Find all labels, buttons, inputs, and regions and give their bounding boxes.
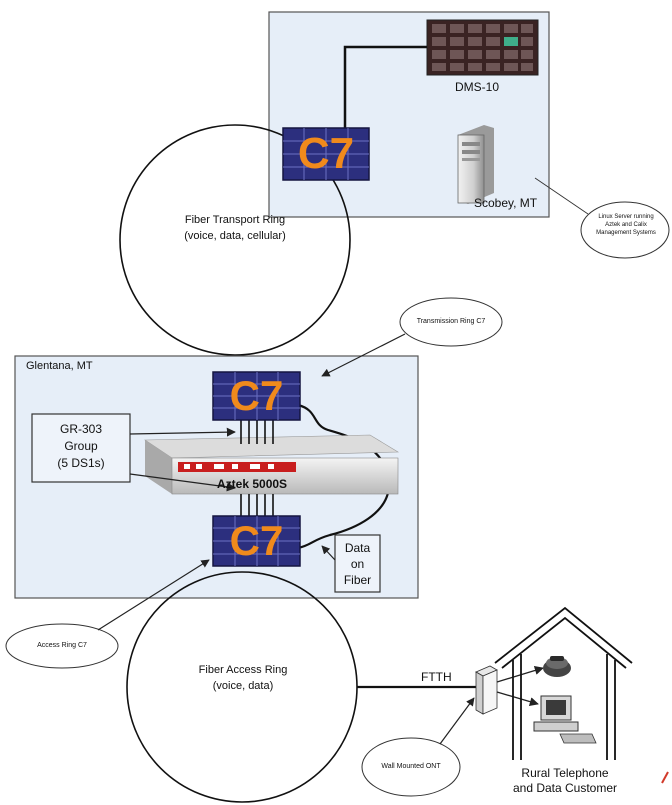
glentana-location-label: Glentana, MT bbox=[26, 360, 93, 372]
ds1-leads-top bbox=[240, 420, 274, 444]
dms10-switch-icon bbox=[426, 19, 539, 76]
gr303-arrow-top bbox=[129, 427, 236, 437]
access-ring-label: Fiber Access Ring (voice, data) bbox=[198, 664, 288, 692]
data-on-fiber-box bbox=[334, 534, 381, 593]
transmission-callout-text: Transmission Ring C7 bbox=[416, 318, 486, 325]
ds1-leads-bottom bbox=[240, 494, 274, 516]
dms-to-c7-link bbox=[343, 45, 427, 128]
transmission-callout-bubble bbox=[399, 297, 503, 347]
c7-scobey-icon bbox=[282, 127, 370, 181]
data-on-fiber-label: Data on Fiber bbox=[343, 541, 372, 587]
server-callout-text: Linux Server running Aztek and Calix Man… bbox=[596, 214, 656, 236]
computer-icon bbox=[533, 695, 597, 744]
gr303-arrow-bottom bbox=[129, 473, 236, 492]
ftth-label: FTTH bbox=[421, 670, 452, 684]
server-callout-leader bbox=[534, 177, 589, 215]
edge-mark-icon bbox=[661, 771, 669, 784]
dms10-label: DMS-10 bbox=[455, 80, 500, 94]
c7-scobey-logo: C7 bbox=[297, 129, 355, 178]
customer-label: Rural Telephone and Data Customer bbox=[512, 766, 618, 795]
c7-access-icon bbox=[212, 515, 301, 567]
ont-computer-link bbox=[496, 691, 539, 707]
aztek-5000s-switch-icon bbox=[144, 434, 400, 495]
c7-transmission-icon bbox=[212, 371, 301, 421]
transmission-callout-leader bbox=[321, 333, 406, 377]
access-callout-bubble bbox=[5, 623, 119, 669]
ont-callout-bubble bbox=[361, 737, 461, 797]
ont-callout-leader bbox=[439, 697, 475, 745]
ont-device-icon bbox=[475, 665, 498, 715]
fiber-transport-ring bbox=[119, 124, 351, 356]
gr303-group-box bbox=[31, 413, 131, 483]
server-callout-bubble bbox=[580, 201, 670, 259]
c7-transmission-logo: C7 bbox=[229, 372, 284, 419]
telephone-icon bbox=[543, 656, 571, 677]
ont-phone-link bbox=[496, 666, 544, 683]
c7-access-logo: C7 bbox=[229, 517, 284, 564]
scobey-location-label: Scobey, MT bbox=[474, 196, 538, 210]
gr303-group-label: GR-303 Group (5 DS1s) bbox=[57, 422, 105, 470]
linux-server-icon bbox=[457, 125, 494, 204]
data-fiber-leader bbox=[321, 545, 336, 561]
aztek-switch-label: Aztek 5000S bbox=[217, 477, 288, 491]
transport-ring-label: Fiber Transport Ring (voice, data, cellu… bbox=[184, 214, 286, 242]
ont-callout-text: Wall Mounted ONT bbox=[381, 763, 441, 770]
house-outline-icon bbox=[494, 606, 633, 760]
access-callout-leader bbox=[97, 559, 210, 631]
access-callout-text: Access Ring C7 bbox=[37, 642, 87, 649]
